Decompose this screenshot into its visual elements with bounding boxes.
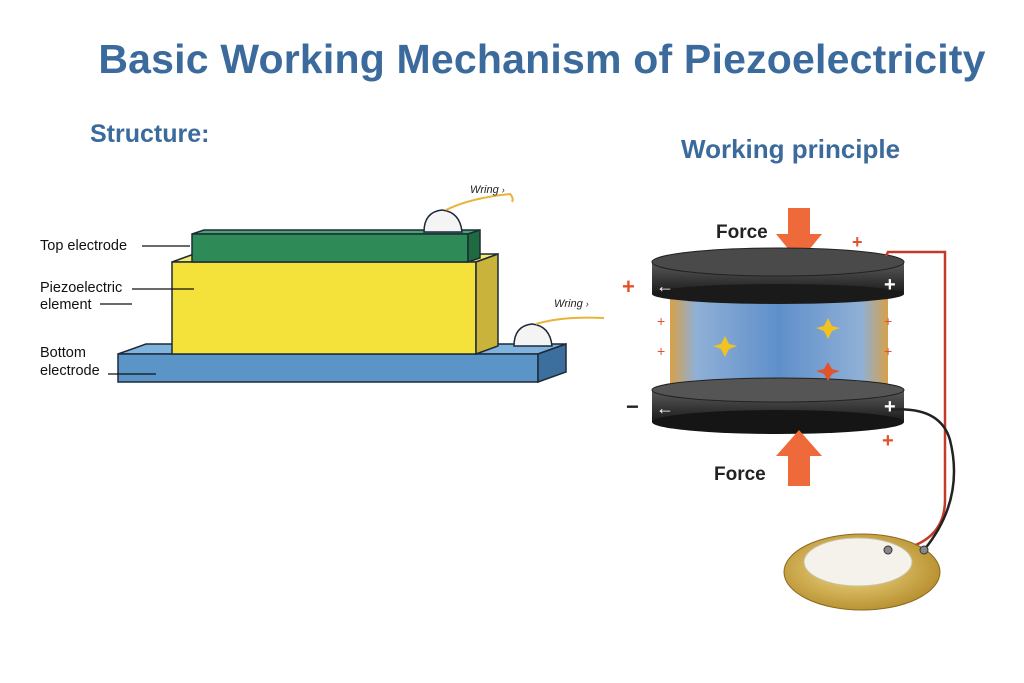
plus-symbol-top-plate: + [884, 274, 896, 296]
force-label-bottom: Force [714, 464, 766, 485]
charge-plus: + [884, 343, 893, 359]
top-electrode [191, 228, 481, 264]
charge-plus: + [622, 274, 635, 299]
arrow-left-symbol: ← [656, 398, 674, 418]
piezo-cylinder-core [670, 292, 888, 388]
working-principle-diagram [651, 208, 956, 611]
wire-black [887, 408, 956, 551]
force-arrow-bottom [776, 430, 822, 486]
label-bottom-line1: Bottom [40, 345, 86, 361]
structure-heading: Structure: [90, 120, 210, 148]
solder-dome-top [423, 192, 514, 233]
label-piezo-line1: Piezoelectric [40, 280, 123, 296]
page-title: Basic Working Mechanism of Piezoelectric… [98, 36, 986, 82]
plus-symbol-bottom-plate: + [884, 396, 896, 418]
charge-plus: + [852, 232, 863, 252]
piezo-disc [783, 533, 941, 611]
top-plate [651, 247, 905, 304]
arrow-left-symbol: ← [656, 276, 674, 296]
charge-plus: + [657, 313, 666, 329]
charge-plus: + [884, 313, 893, 329]
structure-diagram [100, 192, 605, 384]
solder-dome-bottom [513, 316, 605, 347]
label-piezo-line2: element [40, 297, 92, 313]
bottom-plate [651, 377, 905, 434]
working-principle-heading: Working principle [681, 134, 901, 164]
label-bottom-line2: electrode [40, 363, 100, 379]
wiring-label-bottom: Wring › [554, 298, 589, 310]
charge-star [713, 336, 737, 357]
charge-star [816, 362, 840, 381]
charge-plus: + [657, 343, 666, 359]
charge-star [816, 318, 840, 339]
charge-plus: + [882, 430, 894, 452]
charge-minus: − [626, 394, 639, 419]
piezoelectric-element [171, 252, 499, 356]
wiring-label-top: Wring › [470, 184, 505, 196]
label-top-electrode: Top electrode [40, 238, 128, 254]
force-label-top: Force [716, 222, 768, 243]
